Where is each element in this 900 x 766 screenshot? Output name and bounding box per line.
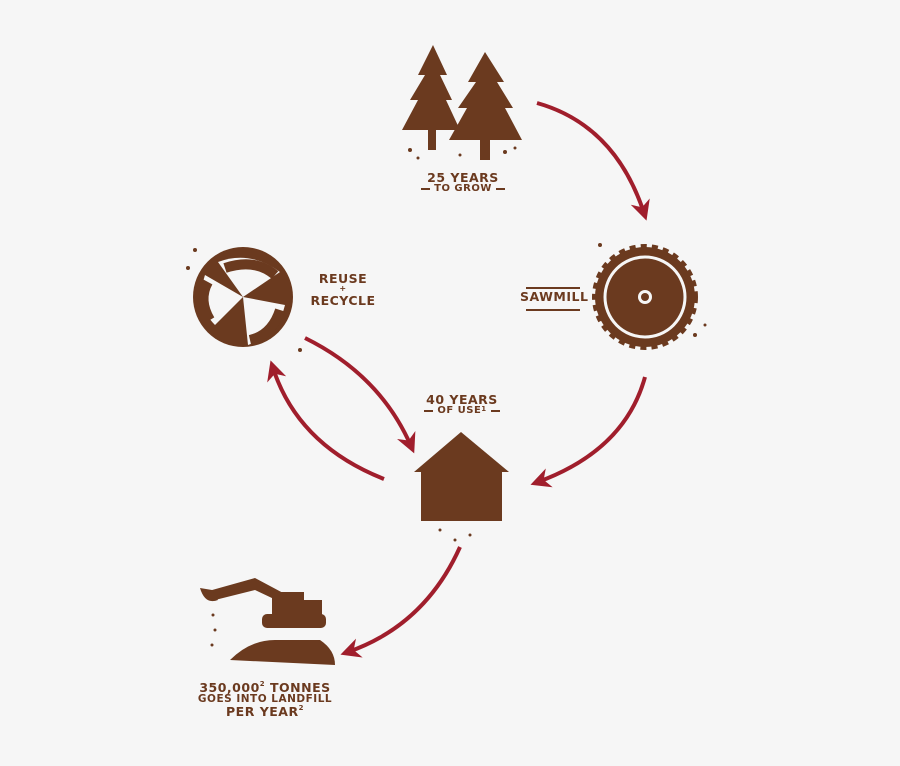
recycle-label-line2: + xyxy=(339,284,347,294)
house-label-line2: OF USE xyxy=(437,405,482,417)
excavator-icon xyxy=(200,578,335,665)
trees-label-line2-row: TO GROW xyxy=(413,184,513,195)
landfill-label: 350,0002 TONNES GOES INTO LANDFILL PER Y… xyxy=(190,680,340,720)
house-label-line2-row: OF USE1 xyxy=(410,405,514,417)
house-footnote-1: 1 xyxy=(481,405,487,414)
landfill-label-line1-row: 350,0002 TONNES xyxy=(190,680,340,695)
recycle-leaves-icon xyxy=(186,247,302,352)
house-label: 40 YEARS OF USE1 xyxy=(410,393,514,417)
recycle-label-line1: REUSE xyxy=(318,271,368,286)
recycle-label-line3: RECYCLE xyxy=(310,292,376,308)
landfill-footnote-2b: 2 xyxy=(298,704,304,713)
landfill-label-tonnage: 350,000 xyxy=(199,680,260,695)
landfill-label-line2: GOES INTO LANDFILL xyxy=(197,693,333,706)
landfill-footnote-2a: 2 xyxy=(259,680,266,688)
trees-label-line1: 25 YEARS xyxy=(427,170,499,185)
recycle-label: REUSE + RECYCLE xyxy=(308,272,378,307)
arrow-trees-to-sawmill xyxy=(536,101,650,221)
trees-label: 25 YEARS TO GROW xyxy=(413,171,513,195)
house-label-line1: 40 YEARS xyxy=(426,392,498,407)
arrow-sawmill-to-house xyxy=(530,376,647,488)
pine-trees-icon xyxy=(402,45,522,160)
arrow-house-to-recycle xyxy=(267,360,385,481)
trees-label-line2: TO GROW xyxy=(434,183,492,195)
saw-blade-icon xyxy=(592,243,707,350)
arrow-house-to-landfill xyxy=(340,546,462,658)
landfill-label-unit: TONNES xyxy=(270,680,331,695)
sawmill-label: SAWMILL xyxy=(520,289,589,304)
landfill-label-line3-row: PER YEAR2 xyxy=(190,704,340,720)
landfill-label-line3: PER YEAR xyxy=(226,704,299,720)
house-icon xyxy=(414,432,509,542)
arrow-recycle-to-house xyxy=(304,336,416,454)
